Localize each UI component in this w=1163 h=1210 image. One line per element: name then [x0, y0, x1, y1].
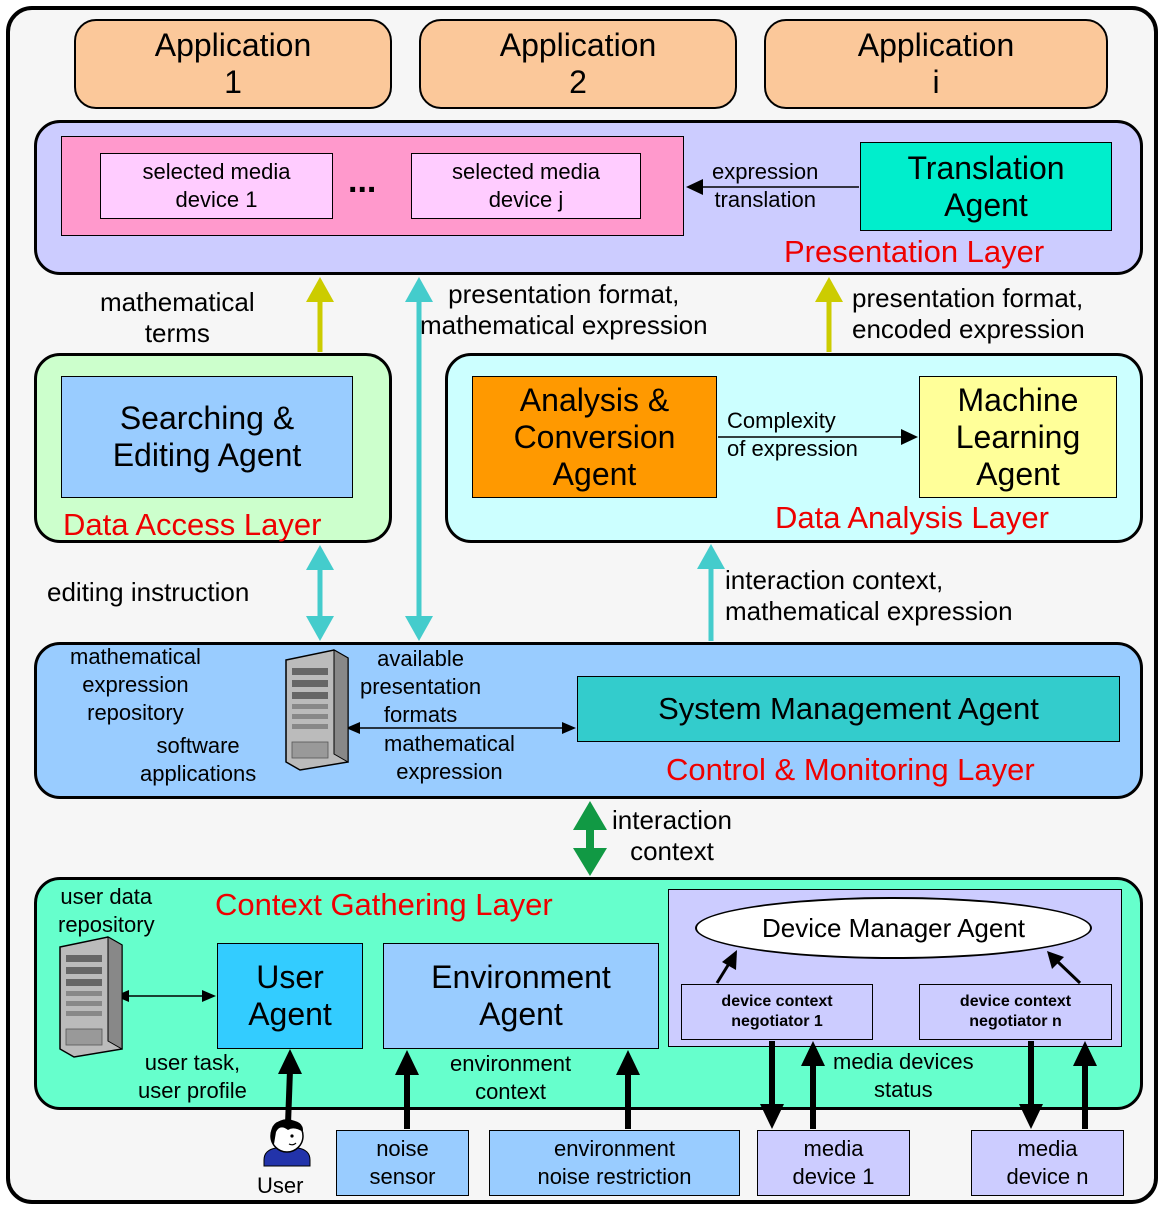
application-1-title: Application — [154, 27, 312, 63]
media-device-1-up-arrow — [801, 1041, 825, 1129]
application-2-number: 2 — [569, 64, 587, 100]
formats-expression-arrow — [346, 722, 576, 734]
application-i-title: Application — [857, 27, 1015, 63]
complexity-arrow — [718, 429, 918, 445]
complexity-label: Complexity of expression — [727, 408, 858, 461]
expression-translation-arrow — [686, 179, 859, 195]
data-access-layer-title: Data Access Layer — [63, 507, 322, 542]
media-device-n-down-arrow — [1019, 1041, 1043, 1129]
system-management-agent: System Management Agent — [577, 676, 1120, 742]
interaction-context-math-label: interaction context, mathematical expres… — [725, 565, 1013, 626]
selected-media-device-j: selected media device j — [411, 153, 641, 219]
media-device-1: media device 1 — [757, 1130, 910, 1196]
math-expression-repository-label: mathematical expression repository — [70, 644, 201, 725]
application-1-number: 1 — [224, 64, 242, 100]
searching-editing-agent: Searching & Editing Agent — [61, 376, 353, 498]
device-manager-agent: Device Manager Agent — [695, 897, 1092, 959]
presentation-format-encoded-label: presentation format, encoded expression — [852, 283, 1085, 344]
user-repo-arrow — [115, 990, 216, 1002]
repository-server-icon — [59, 936, 123, 1058]
environment-noise-restriction: environment noise restriction — [489, 1130, 740, 1196]
analysis-conversion-agent: Analysis & Conversion Agent — [472, 376, 717, 498]
available-formats-label: available presentation formats — [360, 646, 482, 727]
mathematical-expression-label: mathematical expression — [384, 731, 515, 784]
translation-agent: Translation Agent — [860, 142, 1112, 231]
editing-instruction-label: editing instruction — [47, 577, 250, 607]
presentation-layer-title: Presentation Layer — [784, 234, 1045, 269]
devices-ellipsis: ... — [348, 162, 377, 200]
mathematical-terms-label: mathematical terms — [100, 287, 255, 348]
user-label: User — [257, 1173, 304, 1198]
media-device-n: media device n — [971, 1130, 1124, 1196]
presentation-encoded-arrow — [815, 277, 843, 352]
negotiator-n-arrow — [1047, 951, 1082, 985]
user-task-profile-label: user task, user profile — [138, 1050, 247, 1103]
environment-context-label: environment context — [450, 1051, 572, 1104]
data-analysis-layer-title: Data Analysis Layer — [775, 500, 1049, 535]
user-agent: User Agent — [217, 943, 363, 1049]
device-context-negotiator-1: device context negotiator 1 — [681, 984, 873, 1040]
server-icon — [285, 649, 349, 771]
selected-media-device-1: selected media device 1 — [100, 153, 333, 219]
control-monitoring-layer-title: Control & Monitoring Layer — [666, 752, 1035, 787]
device-context-negotiator-n: device context negotiator n — [919, 984, 1112, 1040]
media-device-1-down-arrow — [760, 1041, 784, 1129]
application-i-number: i — [932, 64, 940, 100]
expression-translation-label: expression translation — [712, 159, 819, 212]
negotiator-1-arrow — [715, 950, 737, 984]
interaction-context-math-arrow — [697, 544, 725, 641]
editing-instruction-arrow — [306, 545, 334, 641]
application-2-title: Application — [499, 27, 657, 63]
interaction-context-label: interaction context — [612, 805, 732, 866]
software-applications-label: software applications — [140, 733, 257, 786]
media-devices-status-label: media devices status — [833, 1049, 974, 1102]
machine-learning-agent: Machine Learning Agent — [919, 376, 1117, 498]
noise-sensor: noise sensor — [336, 1130, 469, 1196]
presentation-format-math-label: presentation format, mathematical expres… — [420, 279, 708, 340]
user-task-arrow — [278, 1049, 302, 1125]
media-device-n-up-arrow — [1073, 1041, 1097, 1129]
context-gathering-layer-title: Context Gathering Layer — [215, 887, 553, 922]
noise-sensor-arrow — [395, 1050, 419, 1129]
user-icon — [263, 1119, 311, 1167]
mathematical-terms-arrow — [306, 277, 334, 352]
interaction-context-arrow — [573, 801, 607, 876]
user-data-repository-label: user data repository — [58, 884, 155, 937]
environment-agent: Environment Agent — [383, 943, 659, 1049]
presentation-format-arrow — [405, 277, 433, 641]
noise-restriction-arrow — [616, 1050, 640, 1129]
